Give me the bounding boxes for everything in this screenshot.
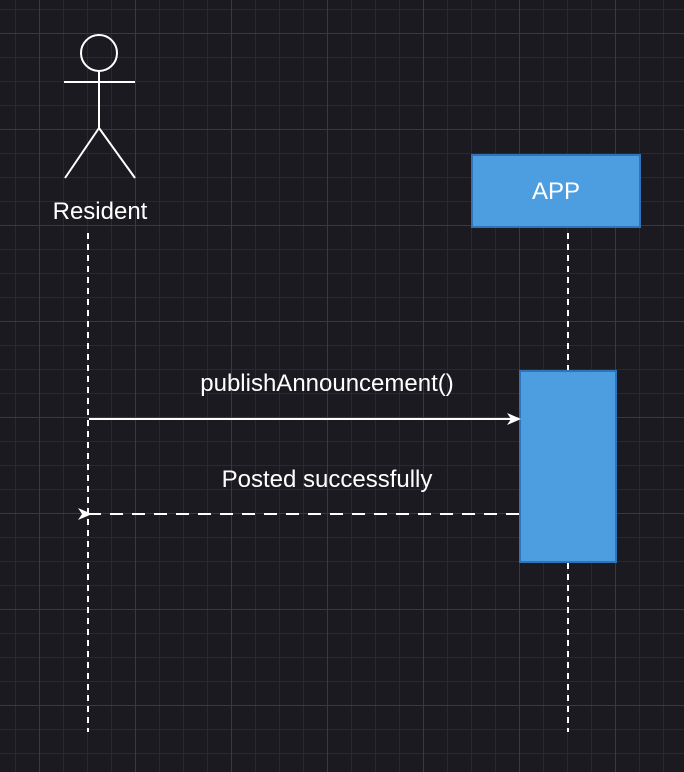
participant-label: APP [532, 178, 580, 205]
message-return-label: Posted successfully [222, 466, 433, 493]
activation-bar[interactable] [519, 370, 617, 563]
message-call-label: publishAnnouncement() [200, 370, 454, 397]
participant-app-box[interactable] [471, 154, 641, 228]
actor-resident-icon[interactable] [64, 34, 136, 179]
actor-label: Resident [53, 198, 148, 225]
